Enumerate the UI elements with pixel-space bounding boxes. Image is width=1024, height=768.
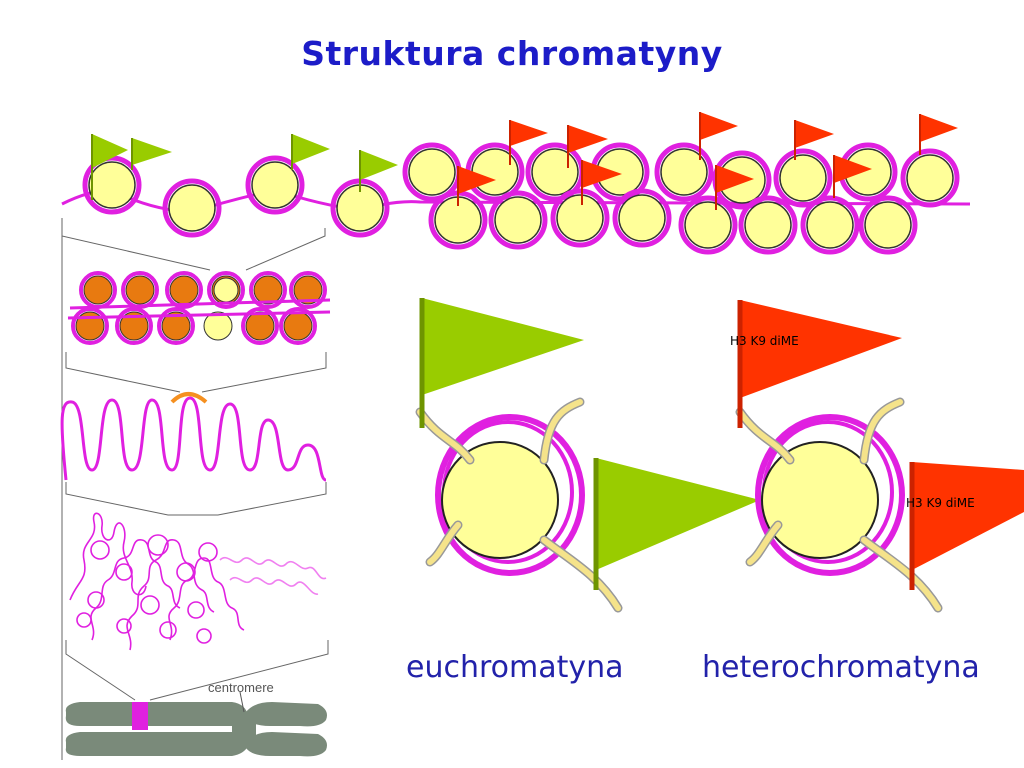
- histone-mark-label: H3 K9 diME: [730, 334, 799, 348]
- nucleosome-fiber: [61, 112, 971, 252]
- acetylation-flag-large-icon: [419, 298, 760, 590]
- coiled-chromatin: [69, 512, 327, 651]
- centromeric-segment: [170, 392, 208, 404]
- euchromatin-label: euchromatyna: [406, 650, 624, 685]
- heterochromatin-nucleosome: [735, 300, 1024, 613]
- methylation-flag-large-icon: [737, 300, 1024, 590]
- chromosome-marked-band: [132, 702, 148, 730]
- centromere-label: centromere: [208, 680, 274, 695]
- slide-title: Struktura chromatyny: [301, 34, 723, 73]
- open-nucleosomes: [85, 158, 387, 235]
- compaction-levels: [60, 218, 331, 760]
- zoom-bracket-lines: [61, 218, 329, 760]
- chromatin-loops: [60, 396, 327, 482]
- chromosome: [65, 691, 327, 757]
- compact-nucleosome-row-top: [405, 145, 957, 207]
- methylation-flag-icons: [457, 112, 958, 210]
- euchromatin-nucleosome: [415, 298, 760, 613]
- acetylation-flag-icons: [91, 134, 398, 200]
- compact-nucleosome-row-bottom: [431, 191, 915, 252]
- heterochromatin-label: heterochromatyna: [702, 650, 980, 685]
- histone-mark-label: H3 K9 diME: [906, 496, 975, 510]
- solenoid-fiber: [67, 271, 331, 345]
